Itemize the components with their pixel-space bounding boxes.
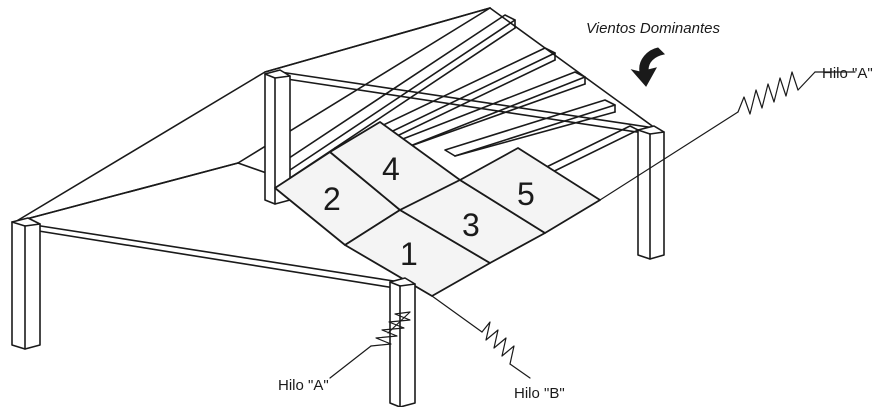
shade-panels bbox=[274, 121, 601, 297]
wire-b-label: Hilo "B" bbox=[514, 385, 565, 402]
panel-number-3: 3 bbox=[462, 207, 480, 243]
zigzag-spring-icon bbox=[481, 321, 515, 365]
post-front-center bbox=[389, 277, 416, 407]
curved-down-arrow-icon bbox=[630, 47, 666, 87]
post-back-right bbox=[637, 125, 665, 260]
panel-numbers: 2 4 1 3 5 bbox=[323, 151, 535, 272]
zigzag-spring-icon bbox=[737, 71, 799, 115]
wire-b bbox=[431, 295, 531, 379]
roof-front-edge bbox=[14, 221, 401, 289]
wire-a-top bbox=[599, 71, 856, 201]
zigzag-spring-icon bbox=[370, 311, 411, 347]
panel-number-4: 4 bbox=[382, 151, 400, 187]
purlin-4 bbox=[444, 99, 616, 157]
roof-left-wing bbox=[14, 7, 656, 223]
panel-number-1: 1 bbox=[400, 236, 418, 272]
wire-a-bottom bbox=[329, 311, 411, 379]
post-front-left bbox=[11, 217, 41, 350]
wind-label: Vientos Dominantes bbox=[586, 20, 720, 37]
wire-a-bottom-label: Hilo "A" bbox=[278, 377, 329, 394]
panel-number-2: 2 bbox=[323, 181, 341, 217]
wire-a-top-label: Hilo "A" bbox=[822, 65, 873, 82]
panel-number-5: 5 bbox=[517, 176, 535, 212]
